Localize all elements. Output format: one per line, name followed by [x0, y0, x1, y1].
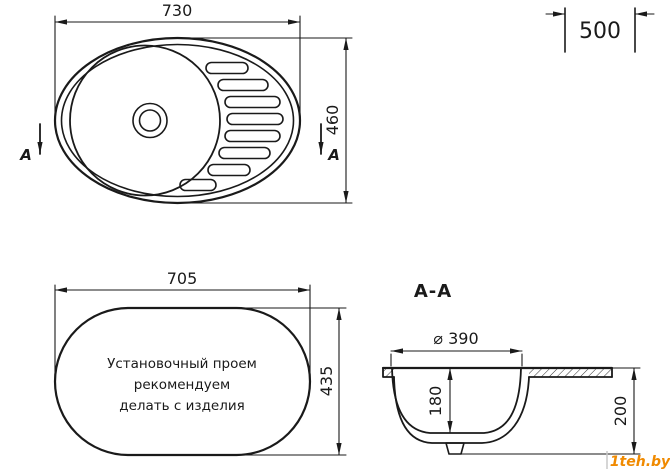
cutout-view: 705 435 Установочный проем рекомендуем д… [53, 269, 347, 457]
dim-180-label: 180 [426, 386, 445, 417]
drainboard-ridge [179, 178, 217, 192]
section-left-flange [382, 367, 395, 378]
section-label-right: A [327, 146, 340, 164]
drainboard-ridge [224, 95, 281, 109]
depth-dimension: 500 [545, 7, 655, 53]
dim-460-label: 460 [323, 105, 342, 136]
drainboard-ridge [207, 163, 251, 177]
cutout-note-line: рекомендуем [134, 377, 230, 393]
drainboard-ridge [226, 112, 284, 126]
section-bowl-inner [391, 367, 522, 434]
drain-outer-ring [132, 102, 168, 139]
drainboard-ridge [224, 129, 281, 143]
dim-730-label: 730 [162, 1, 193, 20]
watermark: 1teh.by [606, 451, 670, 470]
section-hatch-right [529, 368, 612, 377]
top-view: 730 460 A A [19, 1, 353, 205]
section-drain-stub [445, 442, 465, 455]
section-hatch-left [383, 368, 394, 377]
cutout-note-line: Установочный проем [107, 356, 257, 372]
bowl-outline [69, 44, 221, 197]
cutout-note-line: делать с изделия [119, 398, 244, 414]
watermark-text: 1teh.by [610, 454, 670, 470]
dim-500-label: 500 [579, 19, 621, 44]
dim-705-label: 705 [167, 269, 198, 288]
dim-390-label: ⌀ 390 [433, 329, 478, 348]
section-label-left: A [19, 146, 32, 164]
sink-inner-edge [60, 43, 295, 198]
sink-rim-outline [53, 36, 302, 205]
section-view: A-A ⌀ 390 180 200 [381, 281, 641, 455]
drainboard-ridge [217, 78, 269, 92]
drain-hole [138, 109, 162, 132]
dim-200-label: 200 [611, 396, 630, 427]
drainboard-ridge [218, 146, 271, 160]
drainboard-ridge [205, 61, 249, 75]
section-title: A-A [414, 281, 452, 302]
dim-435-label: 435 [317, 366, 336, 397]
